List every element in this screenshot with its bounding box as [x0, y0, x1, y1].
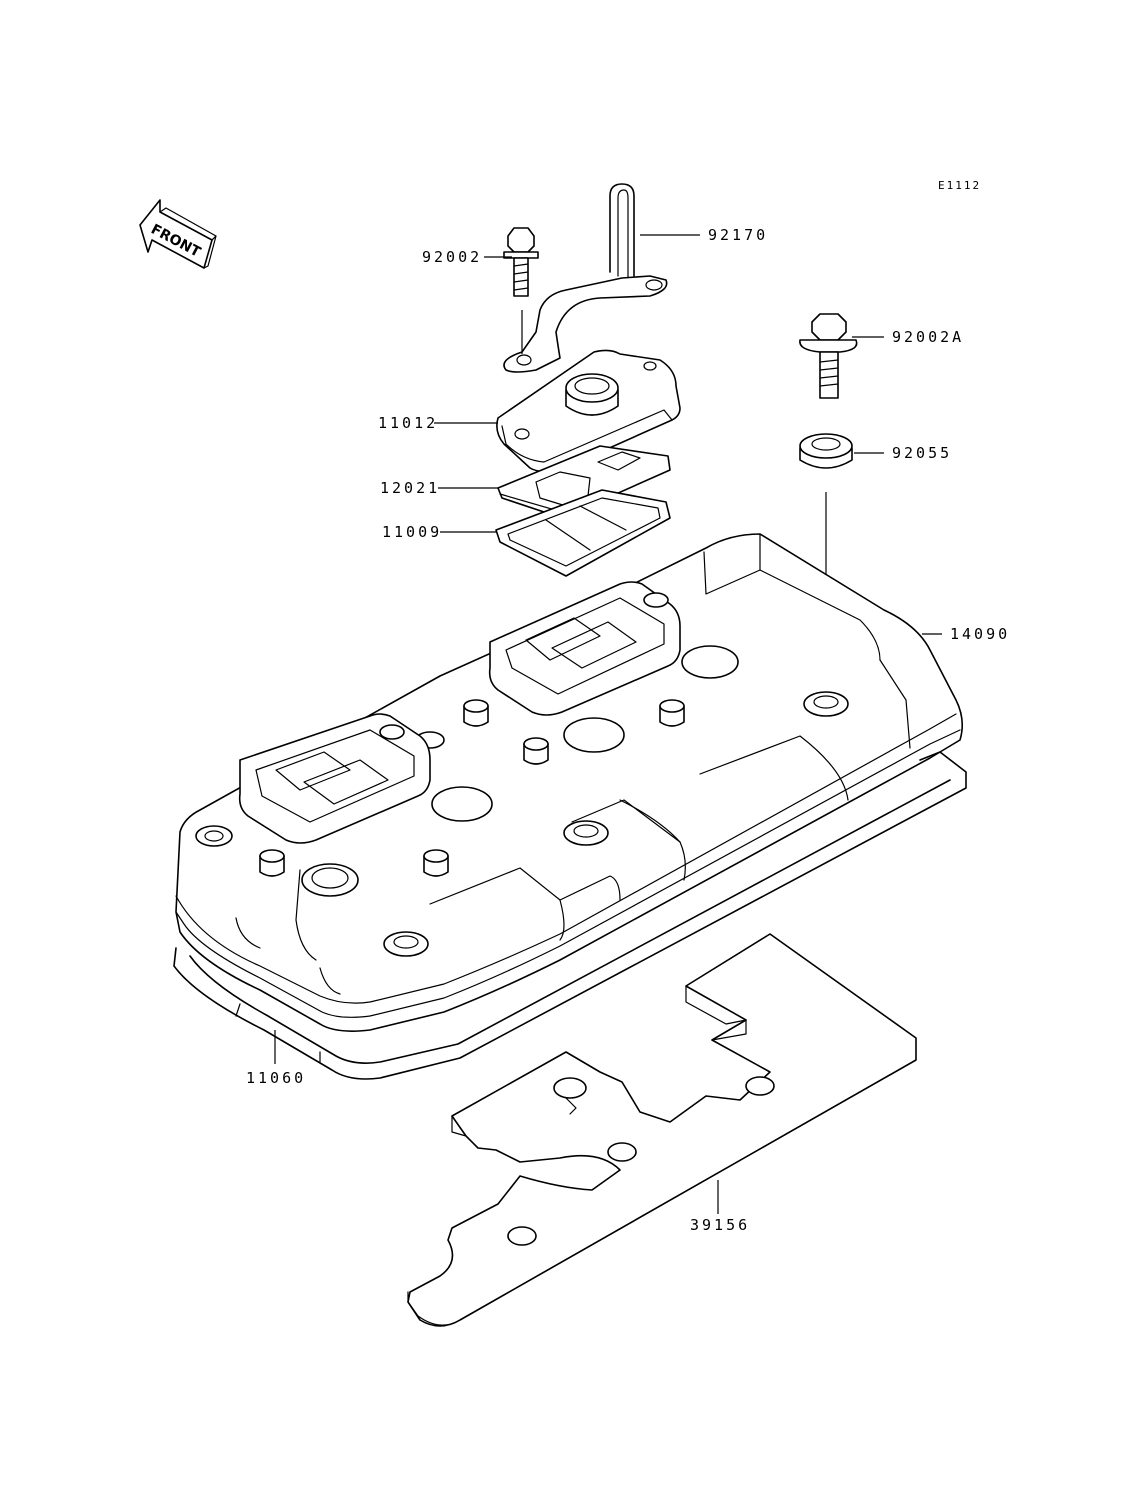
part-39156-plate	[407, 933, 917, 1327]
label-12021: 12021	[380, 479, 440, 497]
label-14090: 14090	[950, 625, 1010, 643]
label-92002A: 92002A	[892, 328, 964, 346]
label-92055: 92055	[892, 444, 952, 462]
part-92002A-bolt	[799, 313, 858, 399]
front-label: FRONT	[148, 221, 203, 260]
part-92055-grommet	[799, 433, 853, 469]
label-39156: 39156	[690, 1216, 750, 1234]
part-92170-clip	[503, 183, 668, 373]
part-11012-cover	[496, 349, 681, 473]
part-11009-gasket	[495, 489, 671, 577]
part-14090-head-cover	[175, 533, 964, 1032]
label-11060: 11060	[246, 1069, 306, 1087]
label-11012: 11012	[378, 414, 438, 432]
part-92002-bolt	[503, 227, 539, 297]
front-arrow-icon: FRONT	[139, 199, 217, 269]
label-92002: 92002	[422, 248, 482, 266]
part-11060-gasket	[173, 751, 967, 1080]
label-92170: 92170	[708, 226, 768, 244]
diagram-code: E1112	[938, 179, 981, 192]
label-11009: 11009	[382, 523, 442, 541]
